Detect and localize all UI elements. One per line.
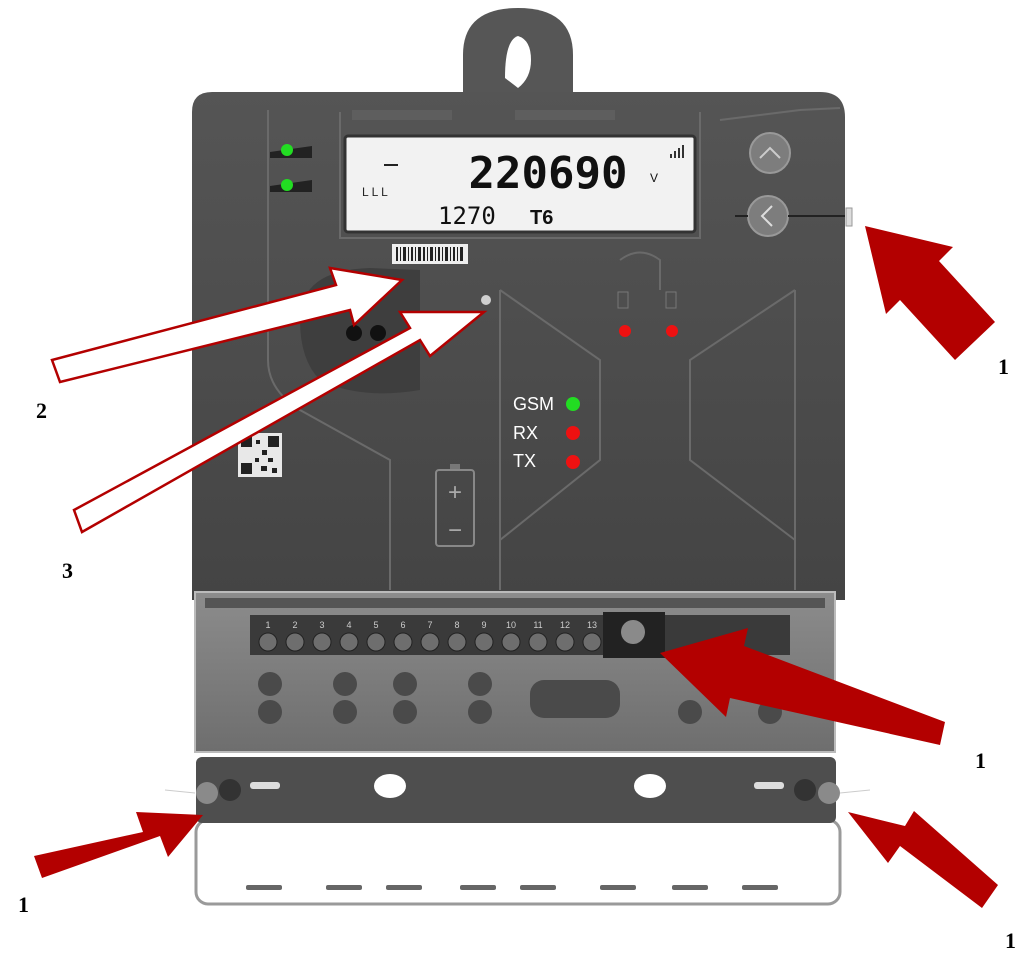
- terminal-cover: [194, 591, 836, 753]
- status-leds: [617, 291, 678, 337]
- terminal-number: 12: [560, 620, 570, 630]
- terminal-screw: [528, 632, 548, 652]
- terminal-number: 3: [319, 620, 324, 630]
- gsm-label: GSM: [513, 394, 554, 414]
- terminal-screw: [393, 632, 413, 652]
- lcd-phase-marks: L L L: [362, 185, 388, 199]
- terminal-number: 6: [400, 620, 405, 630]
- terminal-screw: [339, 632, 359, 652]
- mounting-plate: [164, 757, 871, 823]
- gsm-led: [566, 397, 580, 411]
- terminal-screw: [447, 632, 467, 652]
- callout-arrows: [34, 226, 998, 908]
- callout-label-barcode: 2: [36, 398, 47, 423]
- terminal-number: 10: [506, 620, 516, 630]
- terminal-screw: [366, 632, 386, 652]
- tx-led: [566, 455, 580, 469]
- terminal-screw: [285, 632, 305, 652]
- terminal-number: 13: [587, 620, 597, 630]
- terminal-number: 8: [454, 620, 459, 630]
- terminal-number: 9: [481, 620, 486, 630]
- mounting-bracket: [194, 818, 842, 906]
- arrow-terminal: [660, 628, 945, 745]
- arrow-bottom-left: [34, 812, 203, 878]
- terminal-number: 2: [292, 620, 297, 630]
- control-buttons: [735, 132, 853, 237]
- terminal-number: 7: [427, 620, 432, 630]
- terminal-seal-block: [603, 612, 665, 658]
- terminal-screw: [555, 632, 575, 652]
- rx-led: [566, 426, 580, 440]
- callout-label-seal-bottom-left: 1: [18, 892, 29, 917]
- terminal-screw: [420, 632, 440, 652]
- battery-icon: + −: [435, 464, 475, 547]
- battery-plus: +: [448, 479, 462, 506]
- indicator-panel: GSM RX TX: [513, 394, 580, 471]
- lcd-unit: V: [650, 171, 658, 185]
- terminal-number: 11: [533, 620, 542, 630]
- top-seal: [845, 207, 853, 227]
- lcd-sub-value: 1270: [438, 202, 496, 230]
- barcode: [392, 244, 468, 264]
- terminal-number: 1: [265, 620, 270, 630]
- terminal-number: 5: [373, 620, 378, 630]
- terminal-screw: [582, 632, 602, 652]
- rx-label: RX: [513, 423, 538, 443]
- lcd-main-value: 220690: [469, 148, 628, 199]
- arrow-optical-port: [72, 310, 488, 534]
- seal-bottom-right: [818, 782, 840, 804]
- callout-label-seal-terminal: 1: [975, 748, 986, 773]
- scroll-up-button[interactable]: [749, 132, 791, 174]
- signal-strength-icon: [670, 145, 684, 158]
- lcd-tariff: T6: [530, 207, 553, 229]
- terminal-screw: [312, 632, 332, 652]
- chevron-left-icon: [760, 205, 773, 227]
- pulse-leds: [270, 144, 312, 192]
- lcd-arrow-mark: [384, 164, 398, 166]
- callout-label-seal-bottom-right: 1: [1005, 928, 1016, 953]
- pulse-led-active: [281, 144, 293, 156]
- callout-label-seal-top: 1: [998, 354, 1009, 379]
- select-button[interactable]: [747, 195, 789, 237]
- pulse-led-reactive: [281, 179, 293, 191]
- chevron-up-icon: [759, 146, 781, 159]
- terminal-screw: [258, 632, 278, 652]
- hanging-hook: [463, 8, 573, 110]
- arrow-barcode: [50, 266, 405, 384]
- terminal-number: 4: [346, 620, 351, 630]
- lcd-display: 220690 V 1270 T6 L L L: [343, 134, 697, 234]
- terminal-screw: [474, 632, 494, 652]
- optical-port-indicator: [481, 295, 491, 305]
- seal-bottom-left: [196, 782, 218, 804]
- arrow-top-right: [865, 226, 995, 360]
- arrow-bottom-right: [848, 811, 998, 908]
- tx-label: TX: [513, 451, 536, 471]
- terminal-screw: [501, 632, 521, 652]
- callout-label-optical-port: 3: [62, 558, 73, 583]
- battery-minus: −: [448, 517, 462, 544]
